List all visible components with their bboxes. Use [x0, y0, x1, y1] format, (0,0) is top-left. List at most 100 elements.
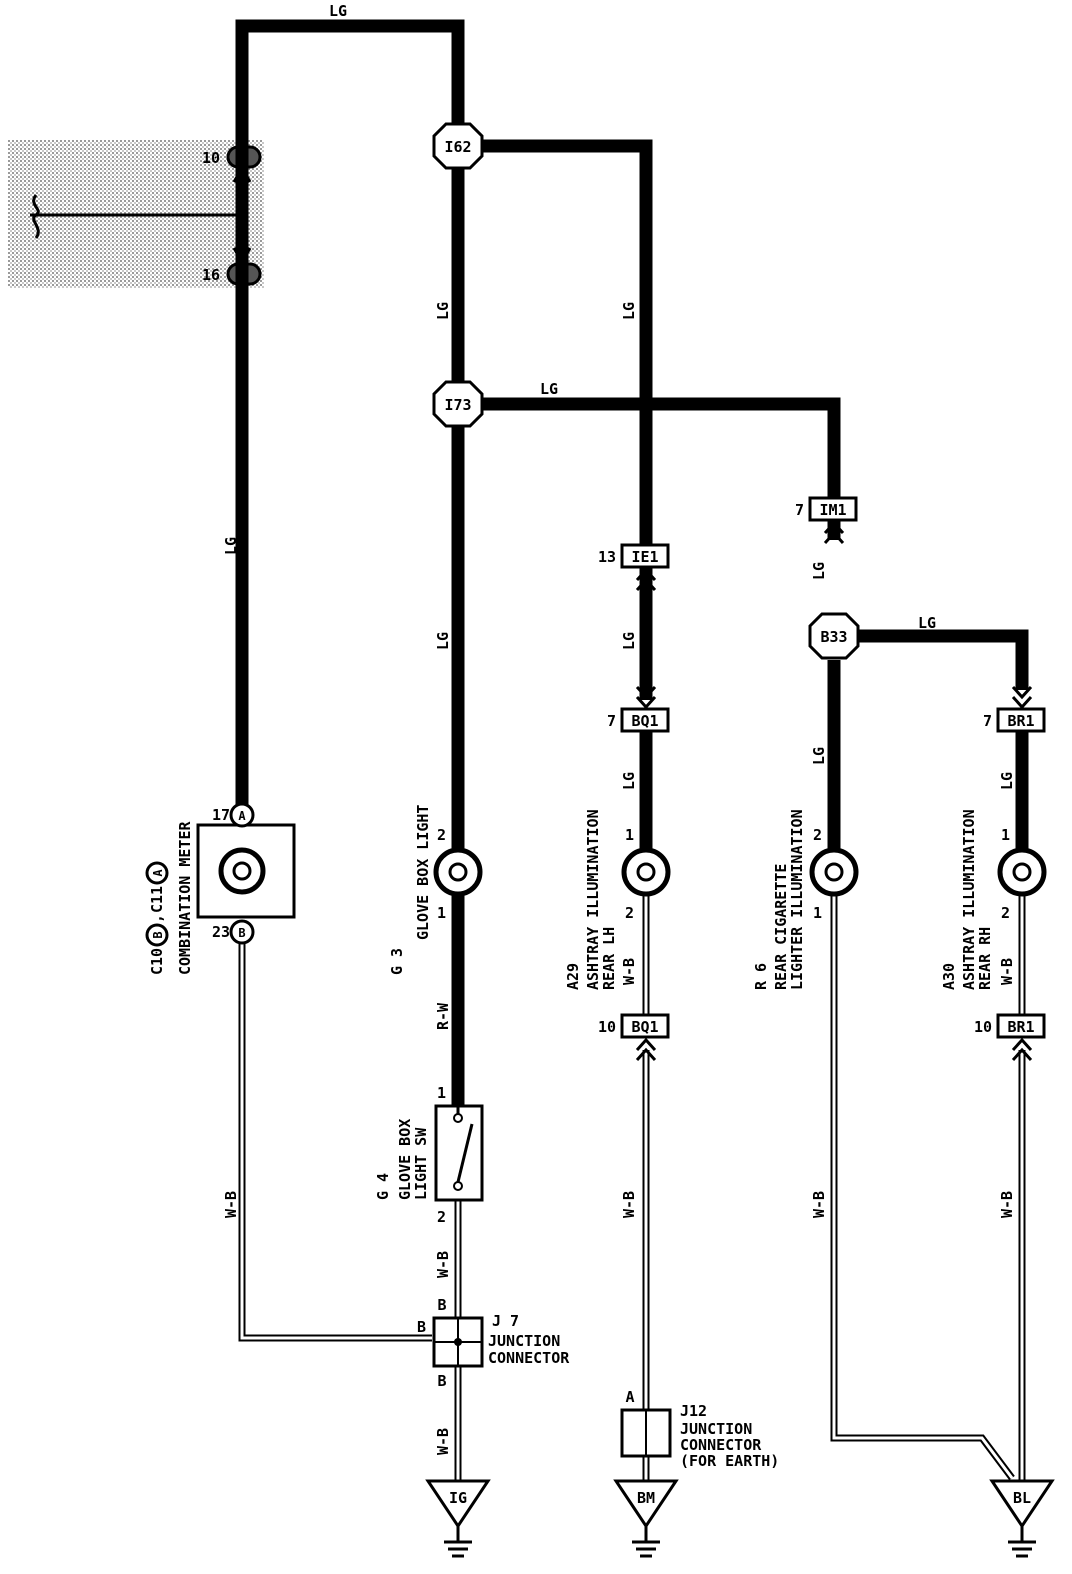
svg-text:LG: LG: [329, 2, 347, 20]
svg-text:B: B: [417, 1318, 426, 1336]
g4-label: GLOVE BOX LIGHT SW: [396, 1119, 430, 1200]
connector-bq1-bottom: BQ1 10: [598, 1013, 670, 1062]
splice-i73: I73: [432, 380, 484, 428]
svg-text:CONNECTOR: CONNECTOR: [680, 1436, 762, 1454]
a30-label: ASHTRAY ILLUMINATION REAR RH: [960, 809, 994, 990]
g3-code: G 3: [388, 948, 406, 975]
svg-text:1: 1: [437, 904, 446, 922]
svg-text:W-B: W-B: [434, 1428, 452, 1455]
connector-bq1-top: BQ1 7: [607, 685, 670, 733]
r6-code: R 6: [752, 963, 770, 990]
svg-text:GLOVE BOX LIGHT: GLOVE BOX LIGHT: [414, 805, 432, 940]
svg-text:B: B: [437, 1372, 446, 1390]
svg-text:REAR CIGARETTE: REAR CIGARETTE: [772, 864, 790, 990]
svg-text:W-B: W-B: [222, 1191, 240, 1218]
svg-text:REAR LH: REAR LH: [600, 927, 618, 990]
svg-text:LG: LG: [620, 302, 638, 320]
svg-text:1: 1: [1001, 826, 1010, 844]
svg-text:2: 2: [625, 904, 634, 922]
wire-labels: LG LG LG LG LG LG LG LG LG LG LG LG R-W …: [222, 2, 1016, 1455]
a29-label: ASHTRAY ILLUMINATION REAR LH: [584, 809, 618, 990]
svg-text:W-B: W-B: [620, 1191, 638, 1218]
svg-text:REAR RH: REAR RH: [976, 927, 994, 990]
svg-text:BQ1: BQ1: [631, 712, 658, 730]
svg-text:LG: LG: [434, 302, 452, 320]
svg-text:R 6: R 6: [752, 963, 770, 990]
connector-br1-top: BR1 7: [983, 685, 1046, 733]
svg-text:2: 2: [1001, 904, 1010, 922]
svg-text:CONNECTOR: CONNECTOR: [488, 1349, 570, 1367]
g4-switch: 1 2: [434, 1084, 484, 1226]
shaded-region: 10 16: [8, 140, 264, 288]
svg-text:IM1: IM1: [819, 501, 846, 519]
svg-text:I73: I73: [444, 396, 471, 414]
svg-text:LG: LG: [222, 537, 240, 555]
svg-text:1: 1: [813, 904, 822, 922]
svg-text:W-B: W-B: [810, 1191, 828, 1218]
svg-text:BM: BM: [637, 1489, 655, 1507]
a30-bulb-icon: 1 2: [997, 826, 1047, 922]
svg-text:IE1: IE1: [631, 548, 658, 566]
svg-text:B: B: [437, 1296, 446, 1314]
svg-text:C10: C10: [148, 948, 166, 975]
a29-bulb-icon: 1 2: [621, 826, 671, 922]
svg-text:J 7: J 7: [492, 1312, 519, 1330]
r6-bulb-icon: 2 1: [809, 826, 859, 922]
splice-i62: I62: [432, 122, 484, 170]
svg-text:1: 1: [625, 826, 634, 844]
svg-text:2: 2: [813, 826, 822, 844]
combination-meter: A B 17 23: [196, 802, 296, 945]
svg-text:13: 13: [598, 548, 616, 566]
svg-text:J12: J12: [680, 1402, 707, 1420]
svg-text:ASHTRAY ILLUMINATION: ASHTRAY ILLUMINATION: [960, 809, 978, 990]
j7-junction: B B B J 7 JUNCTION CONNECTOR: [417, 1296, 570, 1390]
svg-text:R-W: R-W: [434, 1002, 452, 1030]
ground-bl-icon: BL: [989, 1479, 1055, 1558]
svg-text:LG: LG: [810, 747, 828, 765]
svg-text:B: B: [151, 931, 165, 938]
svg-text:BR1: BR1: [1007, 712, 1034, 730]
svg-text:COMBINATION METER: COMBINATION METER: [176, 821, 194, 975]
meter-code-label: C10 B , C11 A: [145, 861, 169, 975]
wb-wires: [238, 895, 1026, 1481]
svg-text:A: A: [238, 809, 246, 823]
svg-text:LG: LG: [918, 614, 936, 632]
svg-text:LIGHT SW: LIGHT SW: [412, 1127, 430, 1200]
svg-text:I62: I62: [444, 138, 471, 156]
svg-text:7: 7: [607, 712, 616, 730]
svg-text:LIGHTER ILLUMINATION: LIGHTER ILLUMINATION: [788, 809, 806, 990]
ground-ig-icon: IG: [425, 1479, 491, 1558]
svg-text:23: 23: [212, 923, 230, 941]
svg-text:BR1: BR1: [1007, 1018, 1034, 1036]
svg-text:LG: LG: [810, 562, 828, 580]
g4-code: G 4: [374, 1173, 392, 1200]
svg-text:2: 2: [437, 826, 446, 844]
svg-text:,: ,: [148, 914, 166, 923]
r6-label: REAR CIGARETTE LIGHTER ILLUMINATION: [772, 809, 806, 990]
a29-code: A29: [564, 963, 582, 990]
svg-text:W-B: W-B: [998, 958, 1016, 985]
lg-wires: [235, 19, 1029, 1105]
svg-text:BL: BL: [1013, 1489, 1031, 1507]
svg-text:10: 10: [974, 1018, 992, 1036]
svg-text:LG: LG: [620, 772, 638, 790]
svg-text:B: B: [238, 926, 245, 940]
svg-text:BQ1: BQ1: [631, 1018, 658, 1036]
svg-text:16: 16: [202, 266, 220, 284]
svg-text:G 3: G 3: [388, 948, 406, 975]
svg-text:LG: LG: [998, 772, 1016, 790]
svg-text:ASHTRAY ILLUMINATION: ASHTRAY ILLUMINATION: [584, 809, 602, 990]
ground-bm-icon: BM: [613, 1479, 679, 1558]
svg-text:B33: B33: [820, 628, 847, 646]
j12-junction: A J12 JUNCTION CONNECTOR (FOR EARTH): [620, 1388, 779, 1470]
svg-text:A: A: [151, 869, 165, 877]
svg-text:W-B: W-B: [620, 958, 638, 985]
svg-text:LG: LG: [434, 632, 452, 650]
svg-text:7: 7: [983, 712, 992, 730]
svg-text:7: 7: [795, 501, 804, 519]
svg-text:G 4: G 4: [374, 1173, 392, 1200]
svg-text:10: 10: [598, 1018, 616, 1036]
meter-label: COMBINATION METER: [176, 821, 194, 975]
svg-text:IG: IG: [449, 1489, 467, 1507]
